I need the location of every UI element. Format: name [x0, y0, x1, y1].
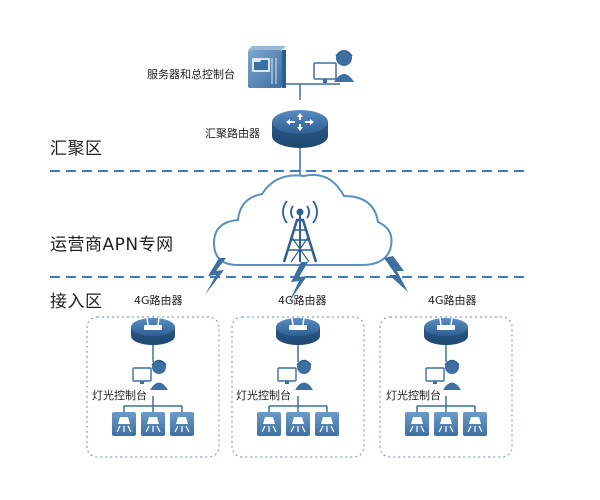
4g-router-icon: [276, 317, 320, 345]
wireless-link-left-icon: [205, 258, 226, 295]
router-label-2: 4G路由器: [278, 294, 327, 307]
zone-label-carrier: 运营商APN专网: [50, 235, 174, 255]
stage-light-icon: [112, 412, 136, 436]
wireless-link-center-icon: [289, 262, 308, 302]
console-label-3: 灯光控制台: [386, 389, 441, 402]
light-console-icon: [132, 359, 168, 390]
light-console-icon: [425, 359, 461, 390]
aggregation-router-label: 汇聚路由器: [205, 127, 260, 140]
light-console-icon: [277, 359, 313, 390]
stage-light-icon: [257, 412, 281, 436]
server-label: 服务器和总控制台: [147, 68, 235, 81]
stage-light-icon: [463, 412, 487, 436]
master-console-icon: [313, 50, 354, 83]
stage-light-icon: [286, 412, 310, 436]
zone-label-access: 接入区: [50, 292, 103, 312]
wireless-link-right-icon: [384, 256, 408, 292]
4g-router-icon: [131, 317, 175, 345]
access-group-frame: [86, 316, 220, 458]
zone-label-aggregation: 汇聚区: [50, 139, 103, 159]
server-icon: [248, 46, 286, 88]
router-label-1: 4G路由器: [134, 294, 183, 307]
router-label-3: 4G路由器: [428, 294, 477, 307]
access-group-frame: [379, 316, 513, 458]
stage-light-icon: [170, 412, 194, 436]
4g-router-icon: [424, 317, 468, 345]
aggregation-router-icon: [272, 110, 328, 148]
access-group-frame: [231, 316, 365, 458]
stage-light-icon: [141, 412, 165, 436]
access-group-1: [86, 316, 220, 458]
stage-light-icon: [434, 412, 458, 436]
stage-light-icon: [315, 412, 339, 436]
cell-tower-icon: [282, 200, 318, 263]
access-group-3: [379, 316, 513, 458]
stage-light-icon: [405, 412, 429, 436]
console-label-2: 灯光控制台: [236, 389, 291, 402]
console-label-1: 灯光控制台: [92, 389, 147, 402]
access-group-2: [231, 316, 365, 458]
